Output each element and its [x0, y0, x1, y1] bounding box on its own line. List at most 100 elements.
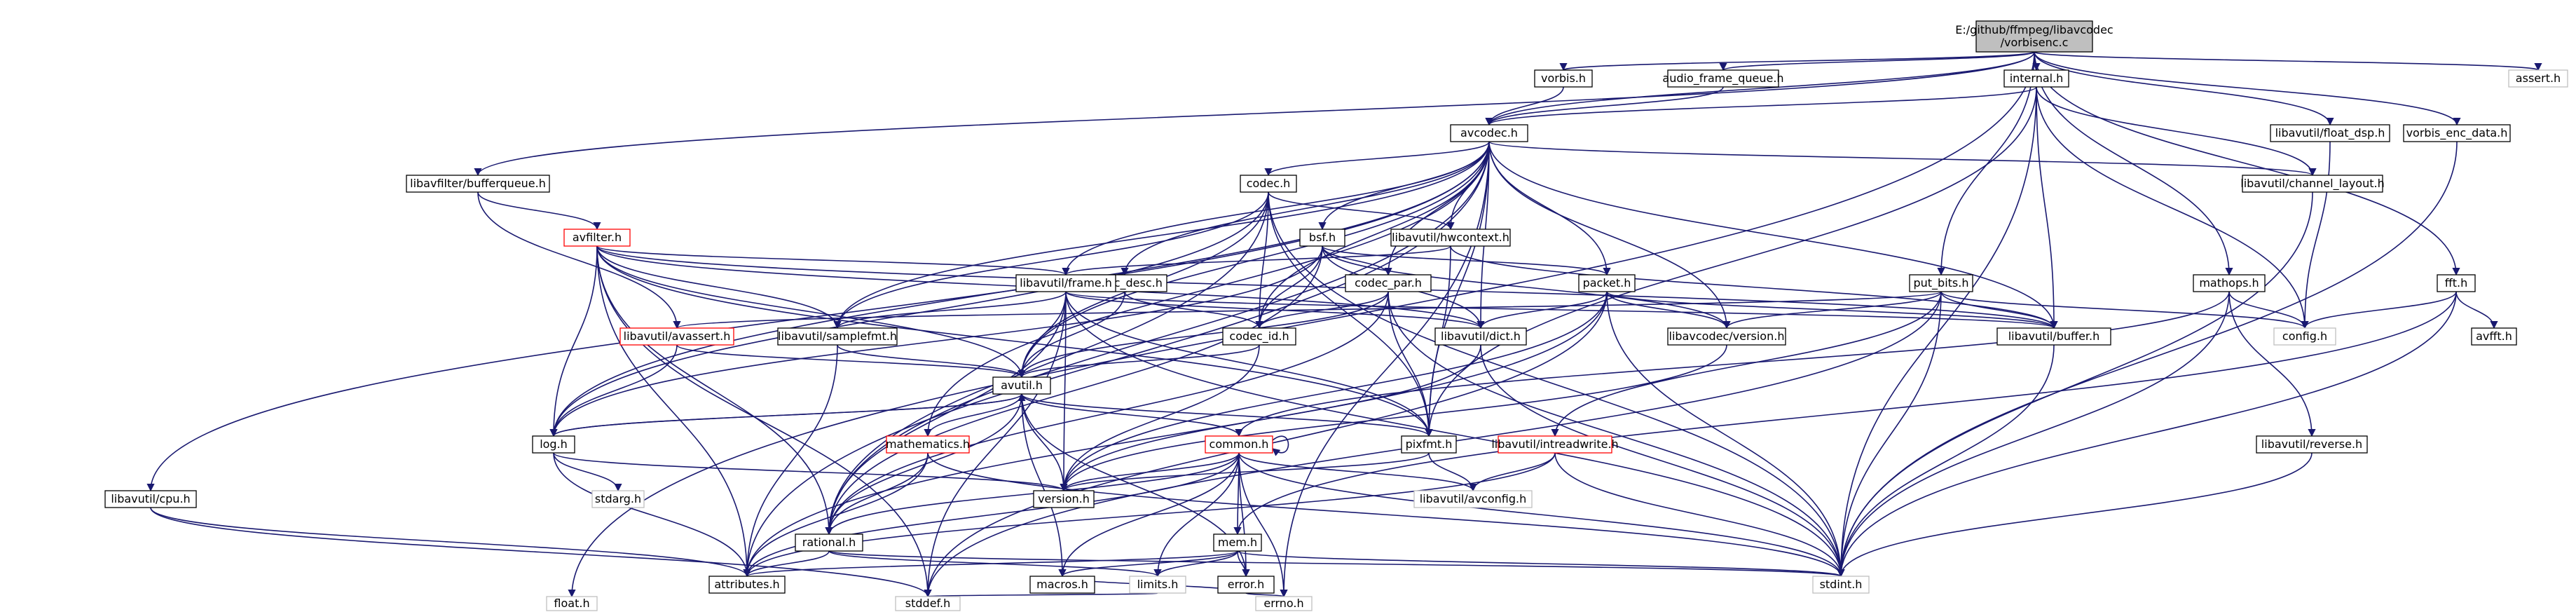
node-avcodec[interactable]: avcodec.h [1450, 124, 1528, 142]
edge-hwcontext-to-frame [1062, 245, 1451, 276]
node-label: mathematics.h [886, 437, 970, 451]
node-codec_par[interactable]: codec_par.h [1345, 274, 1432, 292]
edge-mem-to-stdint [1237, 550, 1845, 578]
node-label: avfft.h [2476, 329, 2512, 343]
node-buffer[interactable]: libavutil/buffer.h [1996, 327, 2111, 346]
node-cpu[interactable]: libavutil/cpu.h [104, 490, 197, 508]
node-log[interactable]: log.h [532, 435, 575, 454]
node-intreadwrite[interactable]: libavutil/intreadwrite.h [1491, 435, 1619, 454]
edge-root-to-assert [2034, 51, 2542, 72]
edge-intreadwrite-to-avconfig [1469, 452, 1556, 492]
node-codec_id[interactable]: codec_id.h [1222, 327, 1296, 346]
node-label: packet.h [1583, 276, 1631, 290]
node-box [104, 490, 197, 508]
node-reverse[interactable]: libavutil/reverse.h [2256, 435, 2368, 454]
node-label: codec_par.h [1355, 276, 1422, 290]
node-label: log.h [540, 437, 568, 451]
edge-root-to-vorbis [1559, 51, 2035, 72]
node-label: libavcodec/version.h [1669, 329, 1785, 343]
node-mathematics[interactable]: mathematics.h [886, 435, 970, 454]
node-avassert[interactable]: libavutil/avassert.h [619, 327, 734, 346]
edge-mem-to-attributes [743, 550, 1238, 578]
edge-vorbis_enc_data-to-stdint [1837, 141, 2458, 578]
edge-buffer-to-stdint [1837, 344, 2055, 578]
node-label: codec.h [1247, 177, 1291, 190]
edge-avassert-to-avutil [676, 344, 1026, 379]
node-box [406, 175, 550, 193]
node-box [777, 327, 898, 346]
node-box [1434, 327, 1527, 346]
node-root: E:/github/ffmpeg/libavcodec/vorbisenc.c [1955, 20, 2113, 53]
node-label: assert.h [2516, 72, 2561, 85]
node-box [992, 376, 1051, 395]
edge-common-to-limits [1153, 452, 1240, 578]
edge-channel_layout-to-stdint [1837, 191, 2313, 578]
node-error[interactable]: error.h [1217, 576, 1275, 594]
node-label: libavutil/reverse.h [2261, 437, 2362, 451]
edge-avcodec-to-attributes [743, 141, 1490, 578]
node-avfilter[interactable]: avfilter.h [563, 229, 631, 247]
edge-bsf-to-codec_id [1255, 245, 1323, 329]
edge-frame-to-pixfmt [1065, 291, 1433, 437]
node-label: mathops.h [2199, 276, 2259, 290]
edge-reverse-to-stdint [1837, 452, 2313, 578]
node-mathops[interactable]: mathops.h [2193, 274, 2266, 292]
node-label: libavutil/buffer.h [2008, 329, 2100, 343]
node-frame[interactable]: libavutil/frame.h [1015, 274, 1116, 292]
edge-codec_par-to-avutil [1018, 291, 1389, 379]
edge-codec-to-stdint [1268, 191, 1845, 578]
node-label: libavutil/channel_layout.h [2240, 177, 2384, 191]
node-channel_layout[interactable]: libavutil/channel_layout.h [2240, 175, 2385, 193]
node-label: stdarg.h [595, 492, 641, 505]
node-packet[interactable]: packet.h [1578, 274, 1636, 292]
node-vorbis[interactable]: vorbis.h [1534, 69, 1593, 88]
node-samplefmt[interactable]: libavutil/samplefmt.h [777, 327, 898, 346]
edge-samplefmt-to-attributes [743, 344, 838, 578]
node-attributes[interactable]: attributes.h [708, 576, 786, 594]
node-box [1975, 20, 2093, 53]
edge-root-to-float_dsp [2034, 51, 2334, 126]
node-box [1299, 229, 1345, 247]
edge-put_bits-to-intreadwrite [1551, 291, 1942, 437]
node-dict[interactable]: libavutil/dict.h [1434, 327, 1527, 346]
node-rational[interactable]: rational.h [795, 533, 863, 552]
node-internal[interactable]: internal.h [2003, 69, 2069, 88]
node-macros[interactable]: macros.h [1029, 576, 1095, 594]
edge-frame-to-avutil [1018, 291, 1067, 379]
node-box [563, 229, 631, 247]
node-pixfmt[interactable]: pixfmt.h [1401, 435, 1457, 454]
node-assert: assert.h [2508, 69, 2568, 88]
node-float_dsp[interactable]: libavutil/float_dsp.h [2270, 124, 2390, 142]
node-label: float.h [554, 597, 589, 610]
node-version[interactable]: version.h [1033, 490, 1095, 508]
edge-codec_desc-to-codec_id [1124, 291, 1263, 329]
edge-mathops-to-stdint [1837, 291, 2230, 578]
node-vorbis_enc_data[interactable]: vorbis_enc_data.h [2403, 124, 2511, 142]
node-mem[interactable]: mem.h [1213, 533, 1262, 552]
edge-avcodec-to-frame [1062, 141, 1490, 276]
edge-internal-to-pixfmt [1425, 86, 2037, 437]
node-common[interactable]: common.h [1205, 435, 1273, 454]
edge-internal-to-avcodec [1485, 86, 2037, 126]
node-lavc_version[interactable]: libavcodec/version.h [1667, 327, 1786, 346]
node-box [1401, 435, 1457, 454]
node-avutil[interactable]: avutil.h [992, 376, 1051, 395]
edge-avassert-to-log [549, 344, 678, 437]
node-box [708, 576, 786, 594]
node-label: bsf.h [1309, 231, 1336, 244]
node-box [2193, 274, 2266, 292]
node-label: libavutil/avassert.h [624, 329, 731, 343]
node-bufferqueue[interactable]: libavfilter/bufferqueue.h [406, 175, 550, 193]
node-audio_frame_queue[interactable]: audio_frame_queue.h [1662, 69, 1784, 88]
node-hwcontext[interactable]: libavutil/hwcontext.h [1390, 229, 1511, 247]
node-fft[interactable]: fft.h [2437, 274, 2476, 292]
node-box [1255, 596, 1313, 611]
node-codec[interactable]: codec.h [1240, 175, 1297, 193]
node-label: libavutil/hwcontext.h [1392, 231, 1509, 244]
node-bsf[interactable]: bsf.h [1299, 229, 1345, 247]
node-put_bits[interactable]: put_bits.h [1909, 274, 1973, 292]
node-avfft[interactable]: avfft.h [2471, 327, 2517, 346]
edge-internal-to-channel_layout [2036, 86, 2317, 177]
node-label: vorbis_enc_data.h [2406, 126, 2508, 140]
